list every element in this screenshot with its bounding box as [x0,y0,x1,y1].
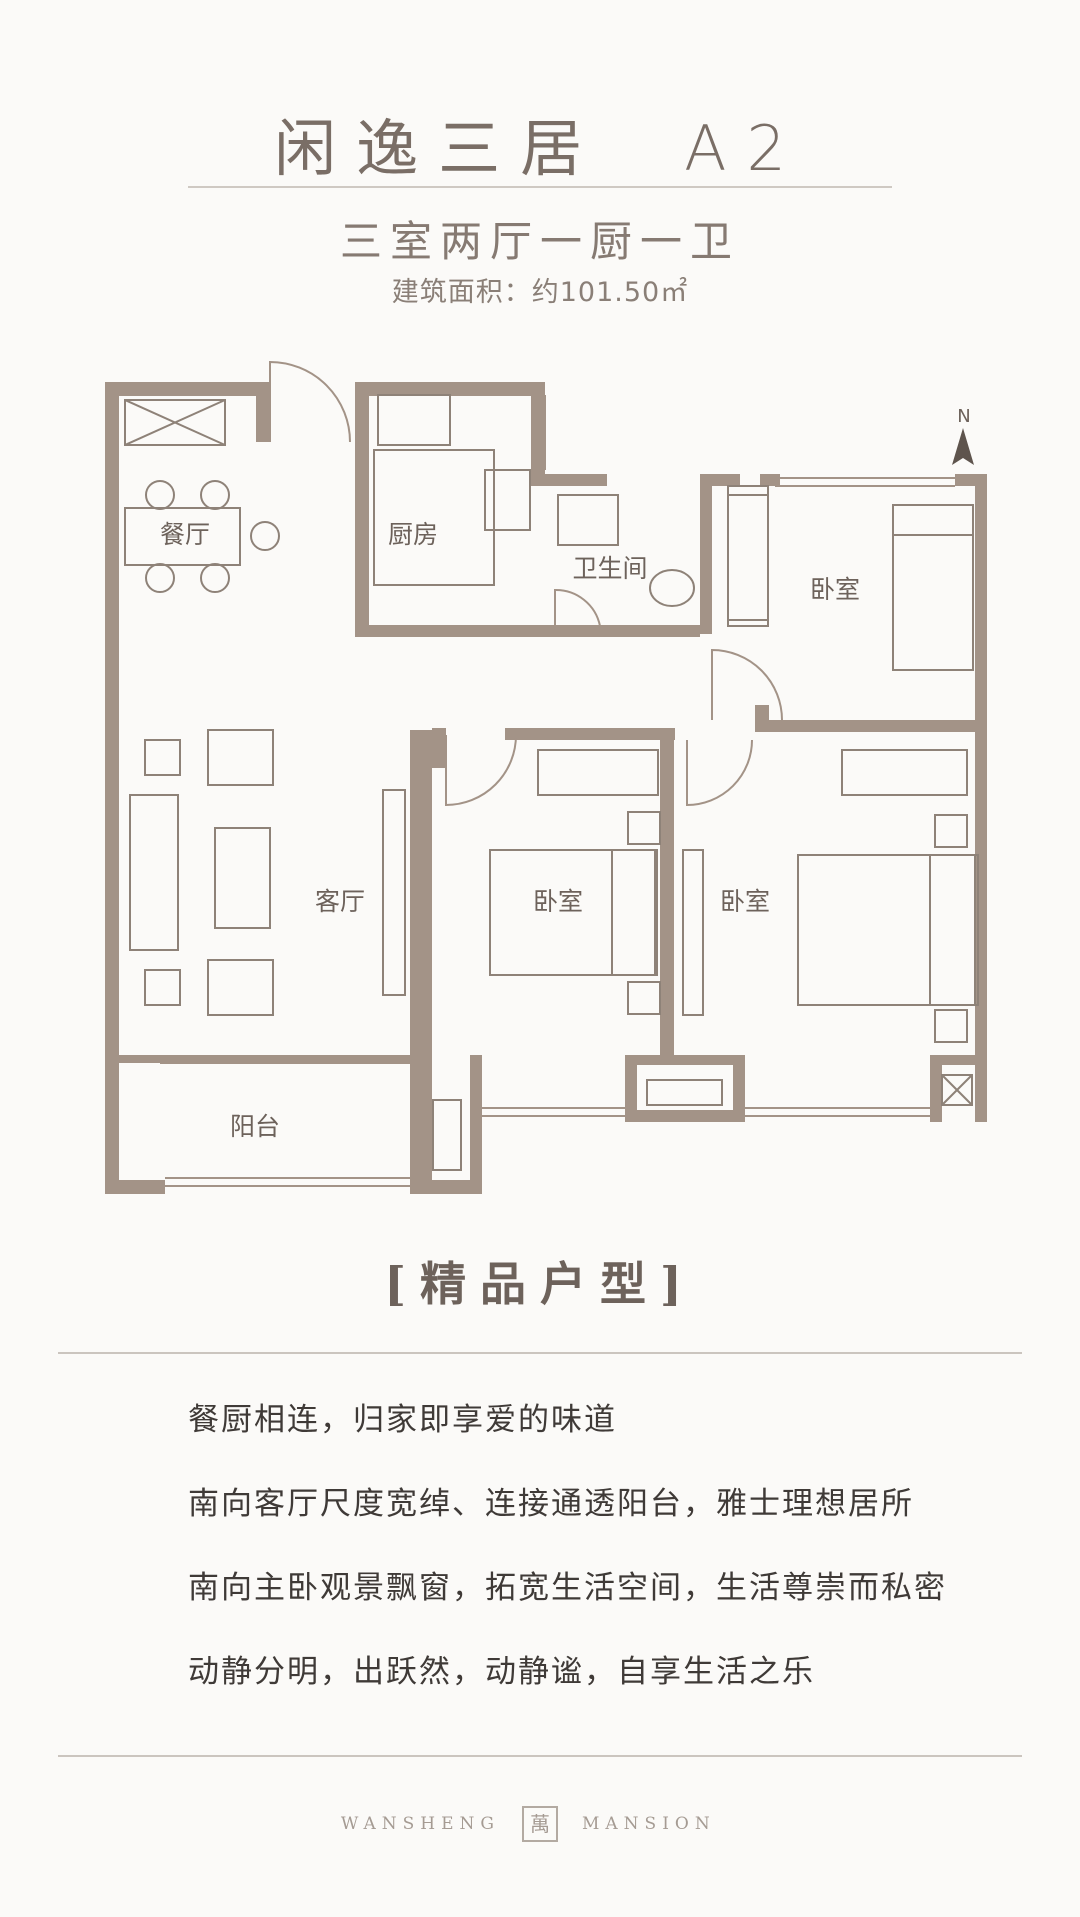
room-label-balcony: 阳台 [230,1112,280,1141]
layout-summary: 三室两厅一厨一卫 [339,217,740,266]
feature-list: 餐厨相连，归家即享爱的味道 南向客厅尺度宽绰、连接通透阳台，雅士理想居所 南向主… [188,1400,947,1736]
feature-item: 南向主卧观景飘窗，拓宽生活空间，生活尊崇而私密 [188,1570,947,1606]
room-label-bedroom-se: 卧室 [720,887,770,916]
brand-logo: 萬 [522,1806,558,1842]
room-label-bedroom-ne: 卧室 [810,575,860,604]
feature-item: 餐厨相连，归家即享爱的味道 [188,1402,617,1438]
brand-name-left: WANSHENG [340,1814,500,1834]
compass: N [952,406,974,465]
divider-bottom [58,1755,1022,1757]
plan-title: 闲逸三居 A2 [274,112,806,185]
feature-item: 动静分明，出跃然，动静谧，自享生活之乐 [188,1654,815,1690]
room-label-bedroom-mid: 卧室 [533,887,583,916]
title-divider [188,186,892,188]
room-label-kitchen: 厨房 [388,520,438,549]
feature-item: 南向客厅尺度宽绰、连接通透阳台，雅士理想居所 [188,1486,914,1522]
divider-top [58,1352,1022,1354]
brand-name-right: MANSION [582,1814,716,1834]
windows [160,395,955,1187]
room-label-living: 客厅 [315,887,365,916]
brand-footer: WANSHENG 萬 MANSION [0,1806,1080,1846]
compass-n-label: N [957,406,970,427]
room-label-dining: 餐厅 [160,520,210,549]
premium-layout-tag: [精品户型] [384,1257,696,1311]
floor-plan: N 餐厅 厨房 卫生间 卧室 客厅 卧室 卧室 阳台 [105,360,987,1194]
doors [269,360,783,807]
furniture [124,394,979,1171]
room-label-bathroom: 卫生间 [572,554,647,583]
walls [105,382,987,1194]
floor-area: 建筑面积：约101.50㎡ [391,277,689,308]
